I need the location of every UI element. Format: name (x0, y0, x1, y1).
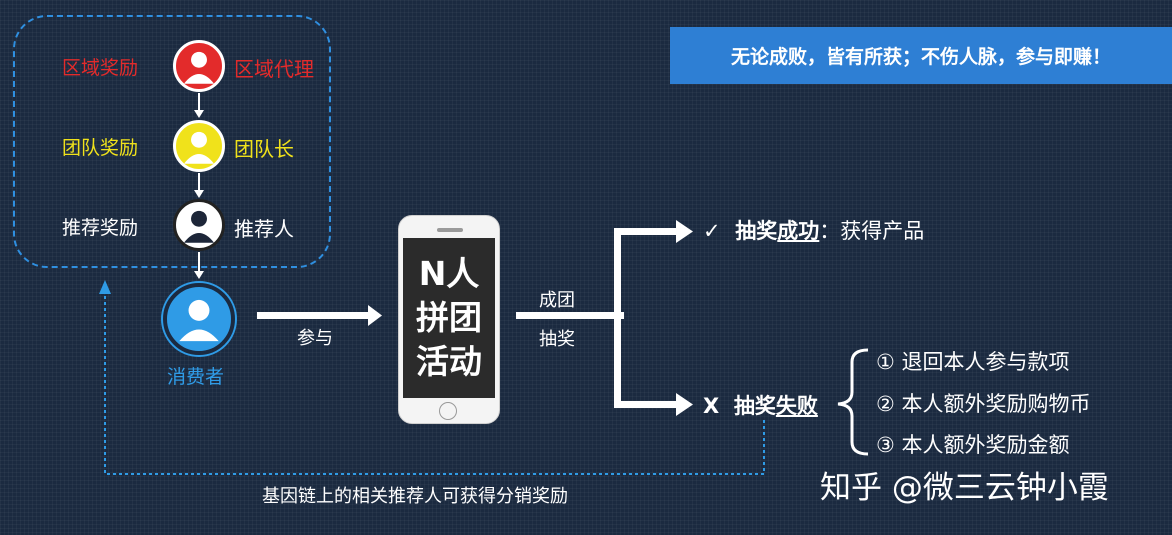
group-formed-label: 成团 (539, 290, 575, 311)
referrer-avatar-icon (173, 199, 225, 251)
failure-result: X 抽奖失败 (703, 390, 818, 420)
consumer-avatar-icon (163, 283, 235, 355)
regional-reward-label: 区域奖励 (62, 57, 139, 79)
participate-label: 参与 (297, 328, 333, 349)
phone-graphic: N人 拼团 活动 (398, 215, 500, 424)
cross-icon: X (703, 394, 720, 418)
zhihu-watermark: 知乎 @微三云钟小霞 (820, 470, 1109, 506)
feedback-arrowhead (99, 280, 111, 294)
referrer-reward-label: 推荐奖励 (62, 217, 139, 239)
chain-reward-note: 基因链上的相关推荐人可获得分销奖励 (262, 486, 568, 507)
phone-speaker (437, 228, 463, 232)
arrow-participate (257, 305, 382, 326)
phone-text-line-3: 活动 (416, 342, 482, 381)
success-result: ✓ 抽奖成功：获得产品 (703, 215, 924, 245)
success-word: 成功 (777, 219, 820, 243)
phone-home-button (439, 402, 457, 420)
consumer-label: 消费者 (167, 366, 225, 388)
team-leader-avatar-icon (173, 120, 225, 172)
failure-option-2: ② 本人额外奖励购物币 (876, 392, 1091, 416)
lottery-label: 抽奖 (539, 329, 575, 350)
regional-agent-label: 区域代理 (234, 57, 314, 81)
phone-text-line-2: 拼团 (416, 298, 482, 337)
failure-prefix: 抽奖 (733, 394, 776, 418)
regional-agent-avatar-icon (173, 40, 225, 92)
feedback-dotted-line (104, 292, 765, 475)
team-reward-label: 团队奖励 (62, 137, 139, 159)
failure-option-1: ① 退回本人参与款项 (876, 350, 1070, 374)
team-leader-label: 团队长 (234, 137, 294, 161)
tagline-banner: 无论成败，皆有所获；不伤人脉，参与即赚！ (670, 27, 1172, 84)
phone-screen: N人 拼团 活动 (403, 238, 495, 398)
options-brace (837, 348, 869, 456)
referrer-label: 推荐人 (234, 217, 294, 241)
success-prefix: 抽奖 (735, 219, 778, 243)
branch-connector (516, 220, 693, 416)
check-icon: ✓ (703, 219, 721, 243)
referral-hierarchy-box (13, 15, 331, 268)
phone-text-line-1: N人 (418, 254, 480, 293)
success-detail: ：获得产品 (819, 219, 925, 243)
failure-option-3: ③ 本人额外奖励金额 (876, 433, 1070, 457)
failure-word: 失败 (775, 394, 818, 418)
